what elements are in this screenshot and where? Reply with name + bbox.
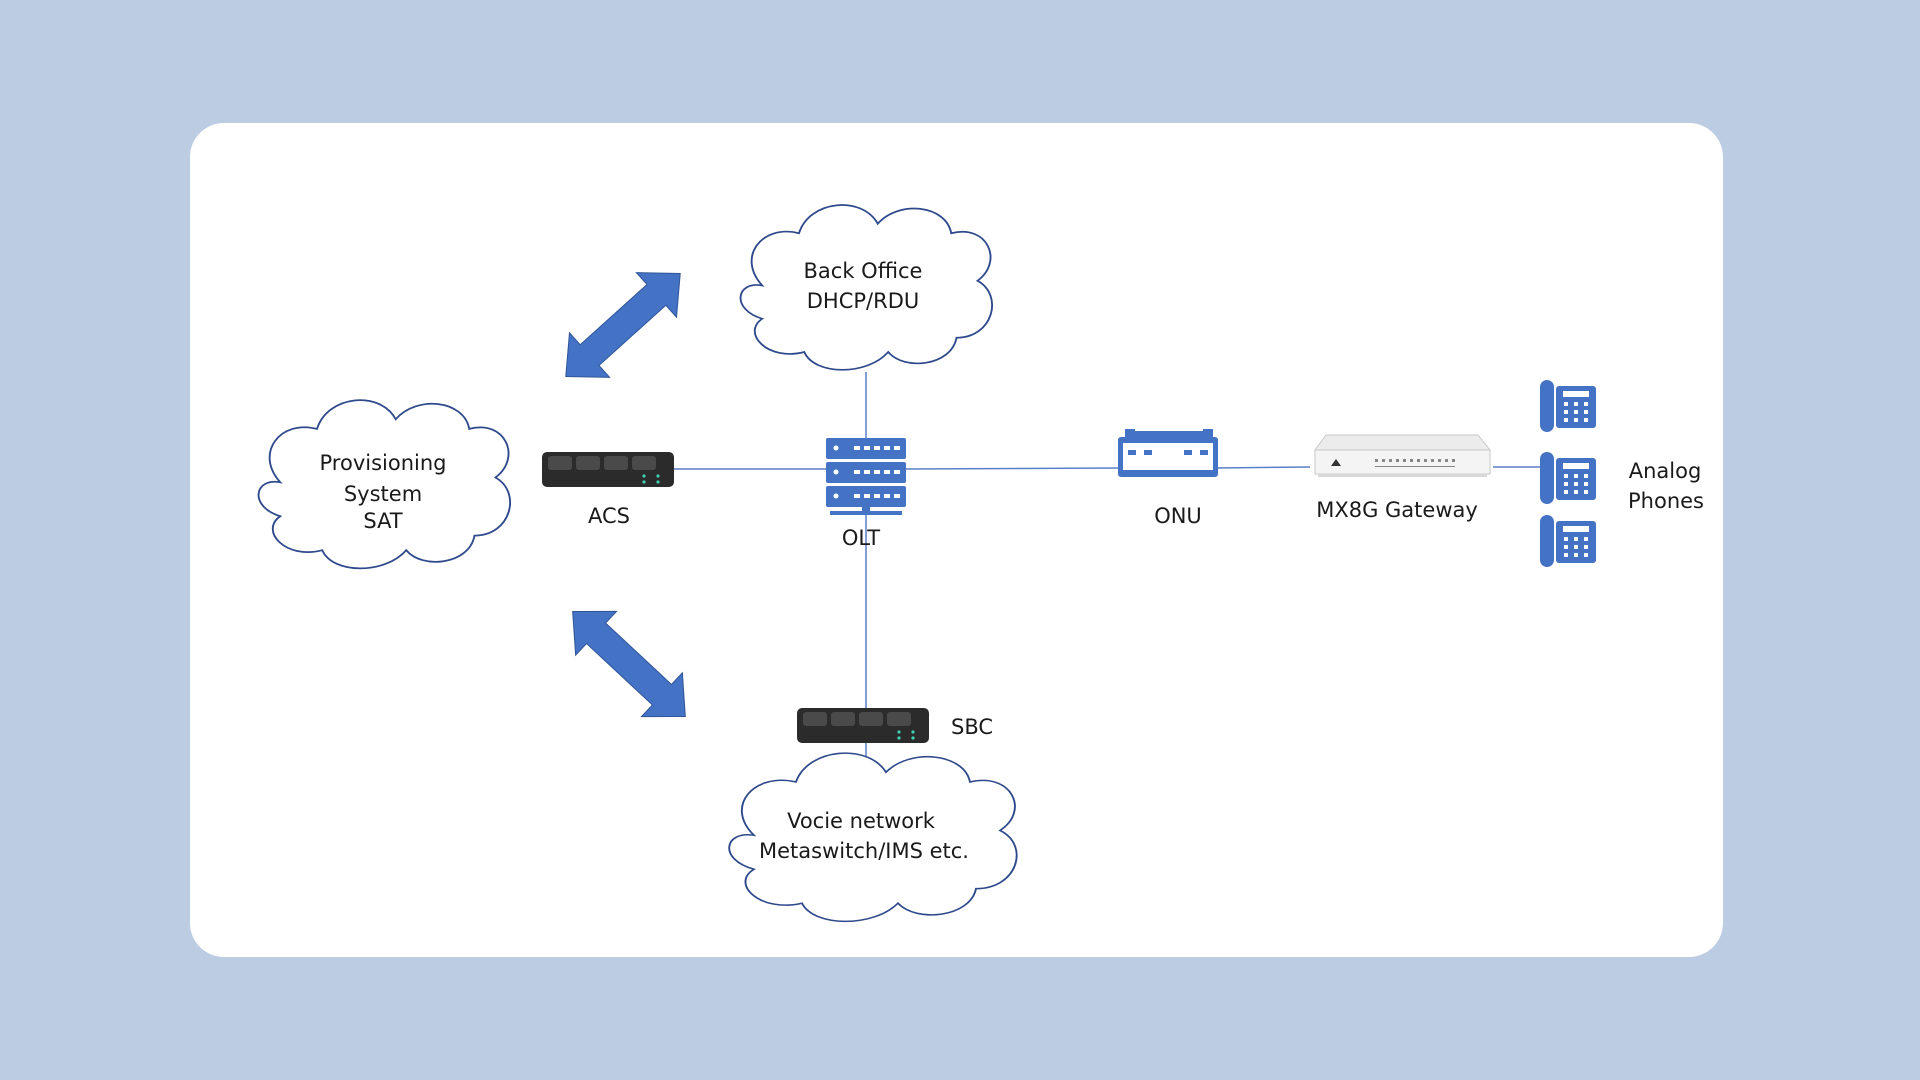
connection-lines — [672, 372, 1540, 780]
onu-label: ONU — [1154, 504, 1202, 528]
provisioning-label-line2: System — [344, 482, 422, 506]
back-office-label-line1: Back Office — [804, 259, 923, 283]
provisioning-label-line1: Provisioning — [320, 451, 447, 475]
onu-device-icon — [1118, 429, 1218, 477]
double-arrow-upper — [565, 272, 681, 378]
voice-network-cloud — [728, 752, 1018, 923]
acs-device-icon — [542, 452, 674, 487]
double-arrow-lower — [572, 610, 686, 718]
voice-label-line1: Vocie network — [787, 809, 936, 833]
line-onu-gateway — [1215, 466, 1311, 469]
voice-label-line2: Metaswitch/IMS etc. — [759, 839, 969, 863]
olt-label: OLT — [842, 526, 880, 550]
gateway-label: MX8G Gateway — [1316, 498, 1478, 522]
analog-phone-icon-2 — [1540, 452, 1596, 504]
provisioning-label-line3: SAT — [363, 509, 402, 533]
gateway-device-icon — [1314, 434, 1492, 477]
analog-phone-icon-1 — [1540, 380, 1596, 432]
olt-server-icon — [826, 438, 906, 515]
phones-label-line2: Phones — [1628, 489, 1704, 513]
acs-label: ACS — [588, 504, 630, 528]
sbc-device-icon — [797, 708, 929, 743]
back-office-cloud — [739, 204, 994, 371]
sbc-label: SBC — [951, 715, 993, 739]
line-olt-onu — [904, 467, 1121, 470]
analog-phone-icon-3 — [1540, 515, 1596, 567]
phones-label-line1: Analog — [1629, 459, 1702, 483]
back-office-label-line2: DHCP/RDU — [807, 289, 920, 313]
